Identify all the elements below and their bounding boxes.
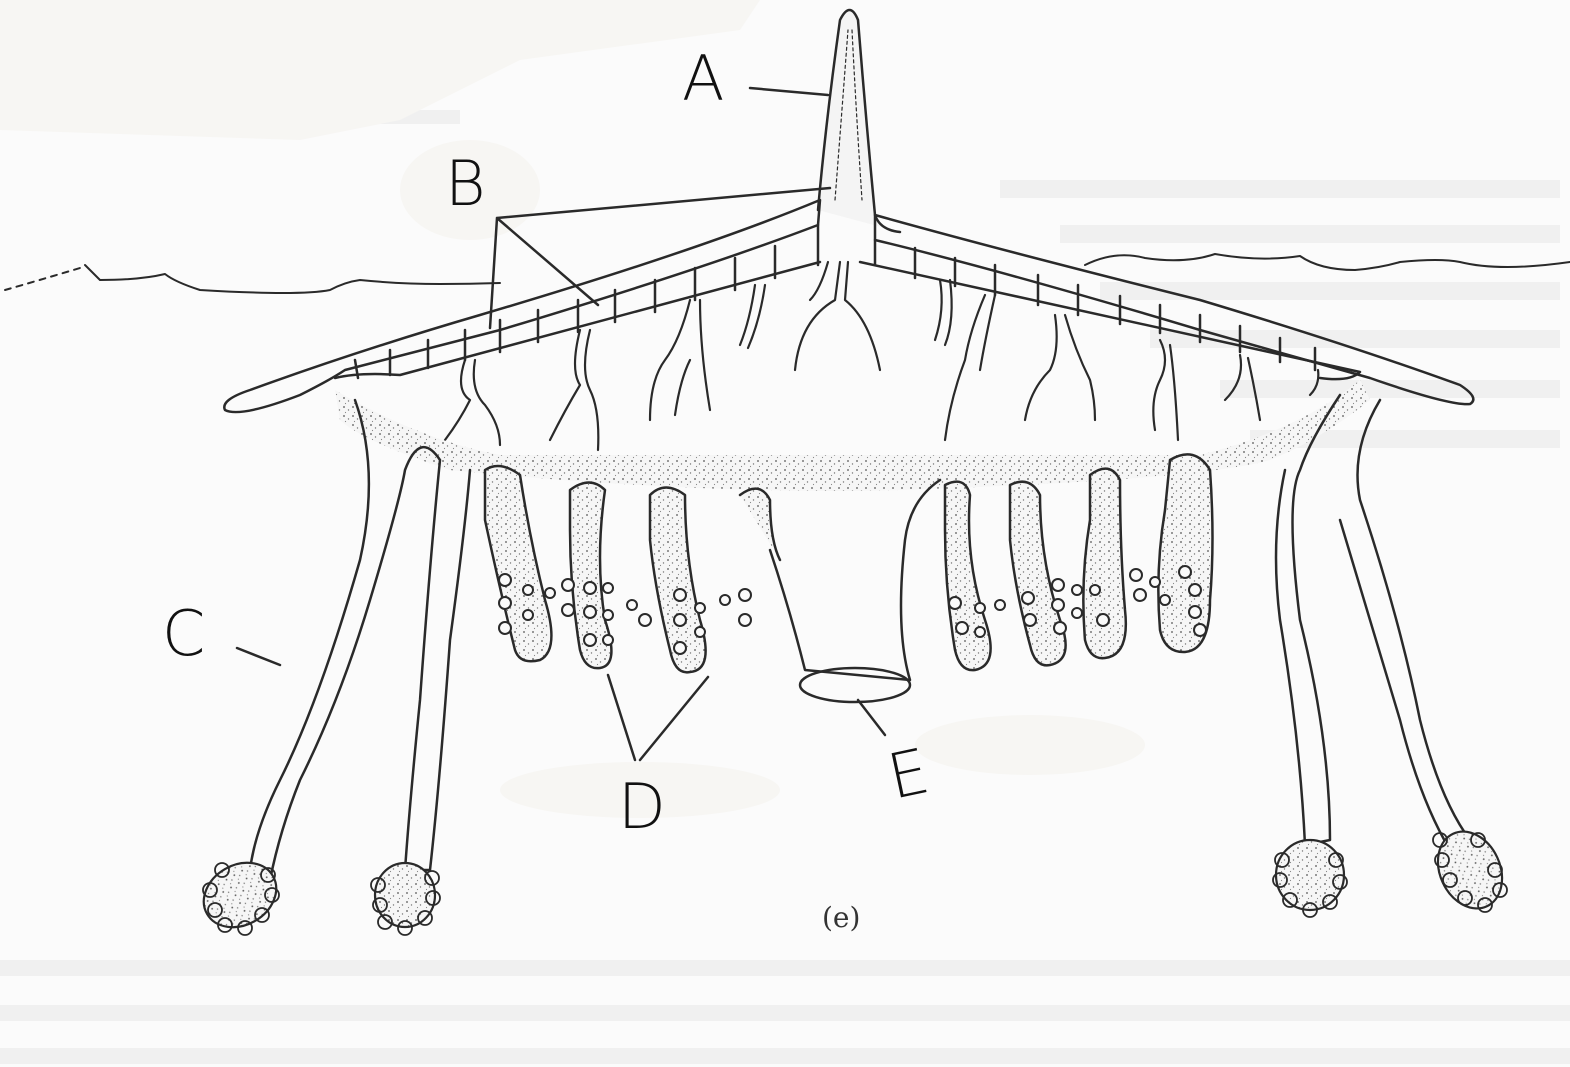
float [223,8,1475,414]
figure-caption: (e) [822,901,860,934]
gastrozooid [768,478,942,704]
label-B: B [445,147,486,220]
tentacle-knob-tips [202,830,1508,936]
leader-lines [235,86,887,762]
leader-E [856,698,887,737]
label-A: A [682,42,724,115]
leader-D [606,673,710,762]
leader-C [235,646,282,667]
branching-canals [443,260,1320,452]
gonozooids [483,453,1214,674]
water-surface-line [4,253,1570,294]
outer-tentacles [202,393,1508,936]
labels: A B C D E [162,42,935,843]
central-body [335,380,1370,491]
background-bleed-text [0,110,1570,1064]
label-whiteout-patches [0,0,1145,818]
label-D: D [618,770,666,843]
leader-B [488,186,832,330]
label-C: C [162,597,205,670]
leader-A [748,86,830,97]
